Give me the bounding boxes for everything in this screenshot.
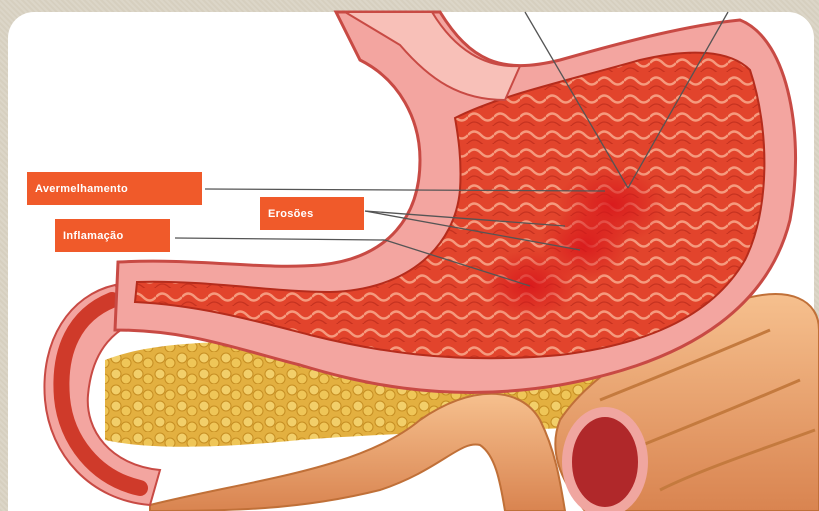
label-redness: Avermelhamento xyxy=(27,172,202,205)
inflammation-area xyxy=(480,250,580,320)
label-erosions: Erosões xyxy=(260,197,364,230)
label-inflammation: Inflamação xyxy=(55,219,170,252)
